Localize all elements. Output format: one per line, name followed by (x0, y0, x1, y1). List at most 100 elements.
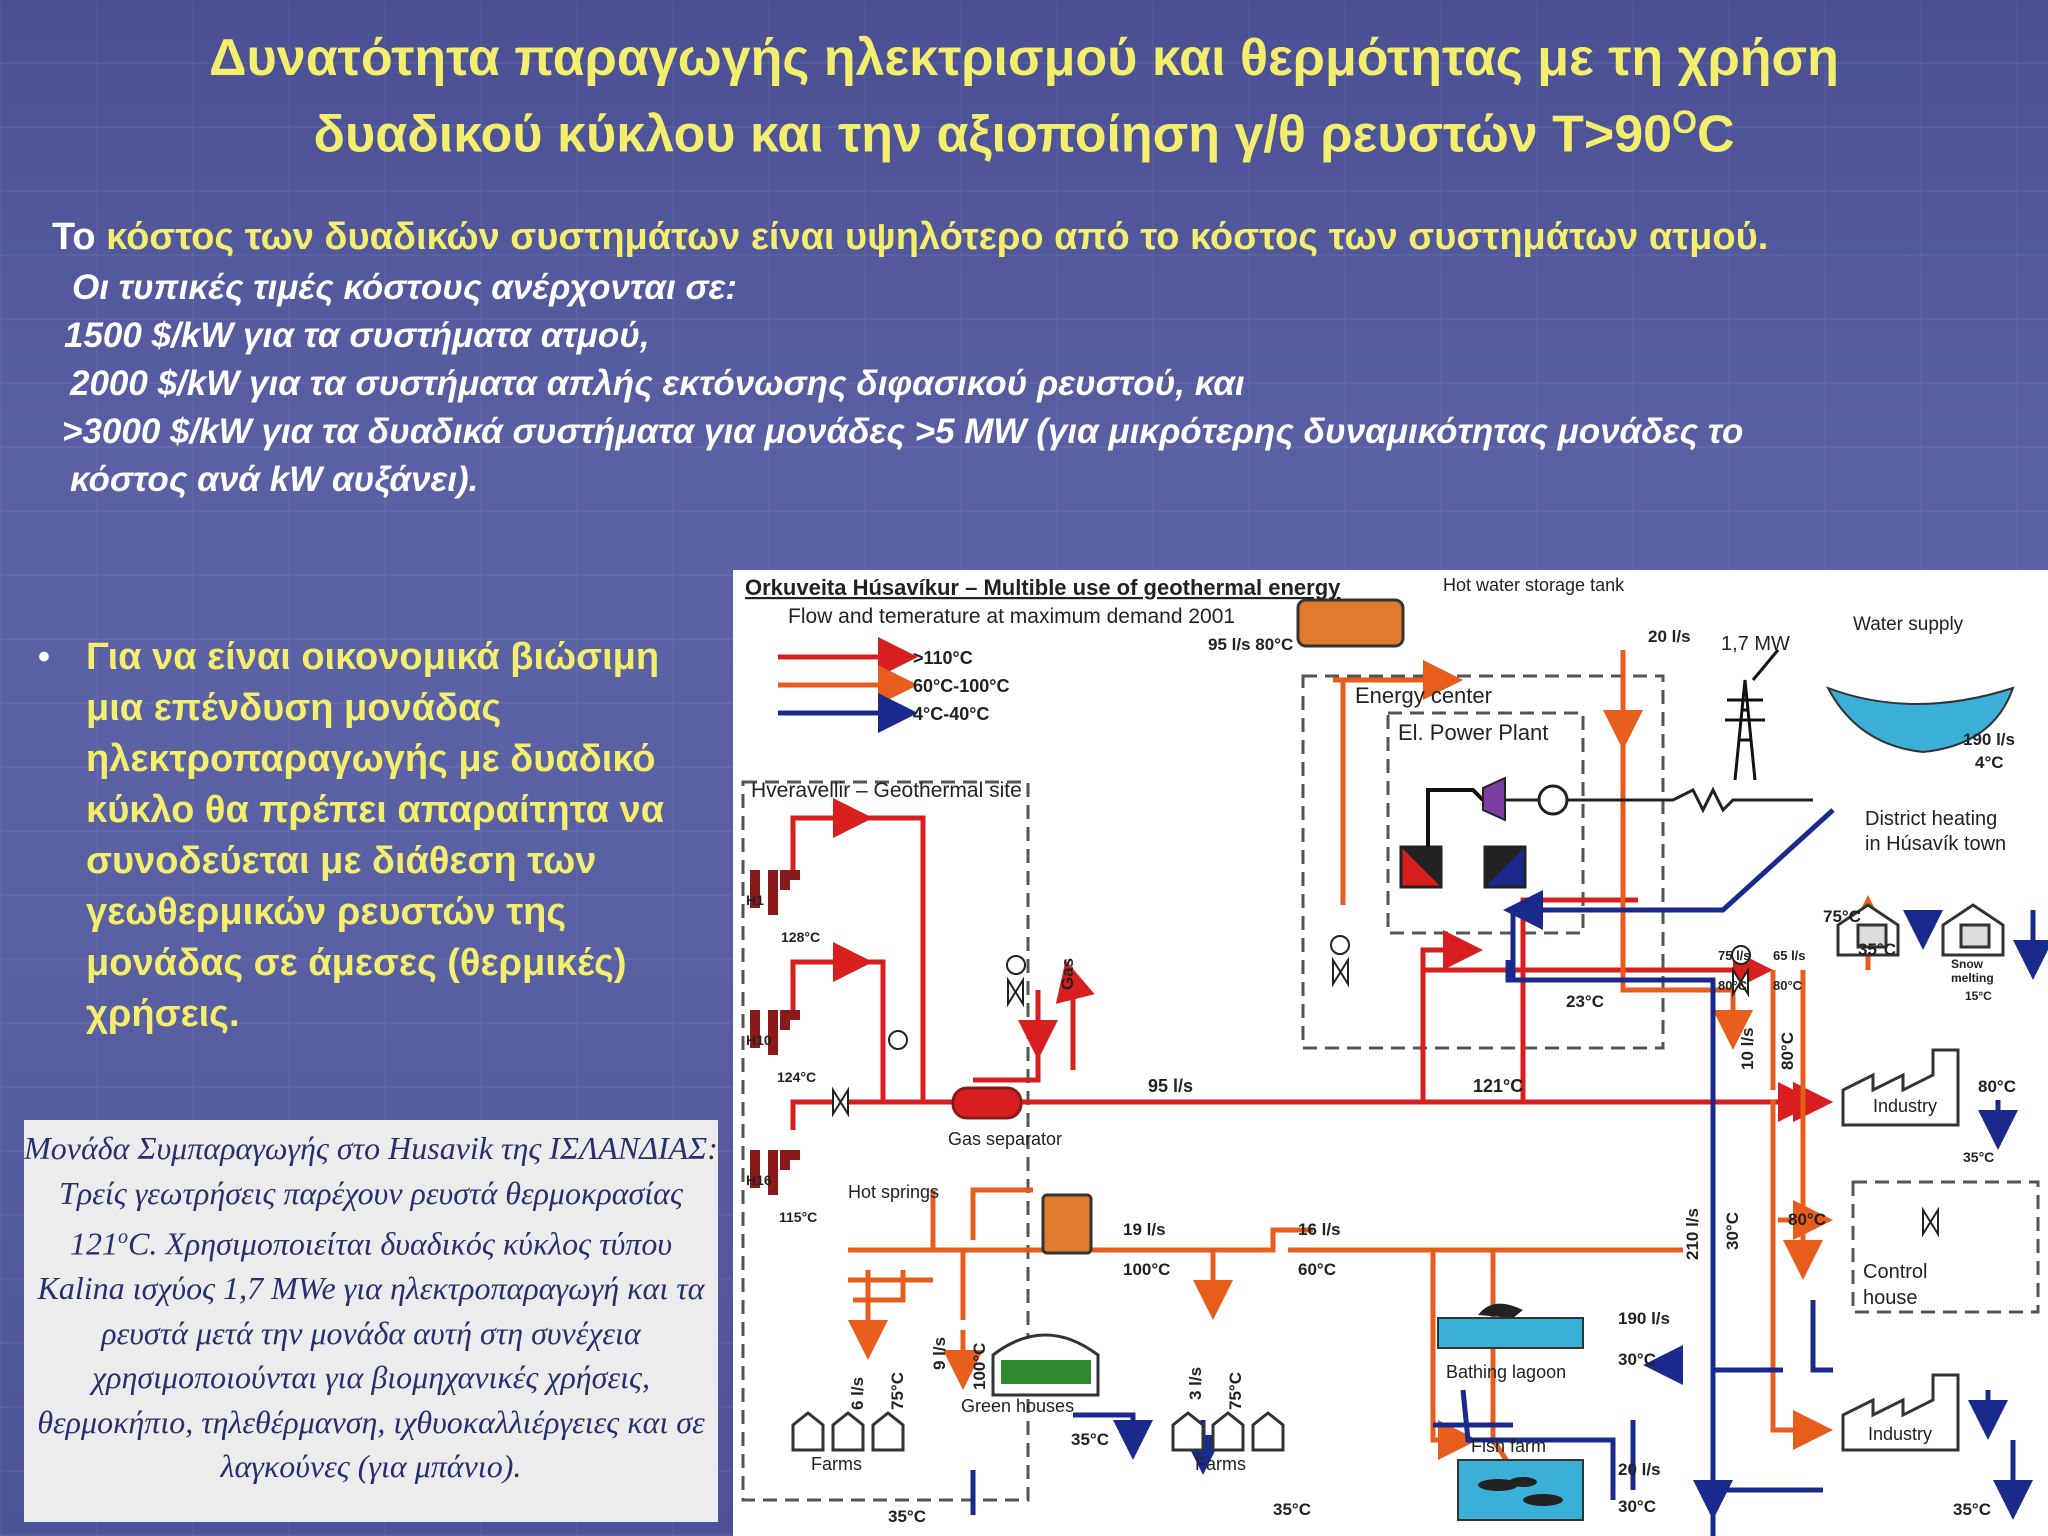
t121-label: 121°C (1473, 1076, 1523, 1096)
fish-farm-label: Fish farm (1471, 1436, 1546, 1456)
fish-shapes (1478, 1477, 1563, 1506)
house-label: house (1863, 1287, 1918, 1309)
cost-line: >3000 $/kW για τα δυαδικά συστήματα για … (62, 412, 1744, 451)
bullet-point: • Για να είναι οικονομικά βιώσιμη μια επ… (38, 632, 718, 1040)
f95-label: 95 l/s (1148, 1076, 1193, 1096)
t30v-label: 30°C (1723, 1212, 1742, 1250)
control-house-frame (1851, 1180, 2040, 1314)
t35b-label: 35°C (1963, 1149, 1994, 1165)
intro-rest: κόστος των δυαδικών συστημάτων είναι υψη… (95, 216, 1769, 258)
t100a-label: 100°C (1123, 1260, 1170, 1279)
condenser-fill (1485, 847, 1525, 887)
evaporator-fill (1401, 847, 1441, 887)
cost-line: 1500 $/kW για τα συστήματα ατμού, (64, 316, 650, 355)
cold-pipes (970, 808, 2048, 1536)
bullet-marker: • (38, 638, 50, 676)
hot-water-tank-icon (1296, 598, 1405, 648)
turbine-pipe (1426, 788, 1485, 847)
h1-label: H1 (746, 892, 764, 908)
plants-icon (1001, 1360, 1091, 1384)
energy-center-label: Energy center (1355, 683, 1492, 708)
gas-separator-label: Gas separator (948, 1129, 1062, 1149)
f6-label: 6 l/s (848, 1377, 867, 1410)
t35c-label: 35°C (1071, 1430, 1109, 1449)
flow-20a-label: 20 l/s (1648, 627, 1691, 646)
t75a-label: 75°C (1823, 907, 1861, 926)
f3-label: 3 l/s (1186, 1367, 1205, 1400)
industry-2-label: Industry (1868, 1424, 1932, 1444)
slide-title: Δυνατότητα παραγωγής ηλεκτρισμού και θερ… (60, 26, 1988, 166)
t80a-label: 80°C (1718, 978, 1748, 993)
energy-center-frame (1301, 674, 1665, 1050)
title-line-2-end: C (1696, 105, 1735, 164)
cost-line: κόστος ανά kW αυξάνει). (70, 460, 479, 499)
cost-list: Οι τυπικές τιμές κόστους ανέρχονται σε: … (60, 264, 2010, 504)
gas-separator-icon (951, 1086, 1023, 1120)
snow-label: Snow (1951, 957, 1984, 971)
bathing-lagoon-label: Bathing lagoon (1446, 1362, 1566, 1382)
diagram-subtitle: Flow and temerature at maximum demand 20… (788, 605, 1235, 628)
diagram-title: Orkuveita Húsavíkur – Multible use of ge… (745, 575, 1341, 600)
turbine-icon (1482, 776, 1506, 822)
geothermal-site-label: Hveravellir – Geothermal site (751, 779, 1022, 802)
legend-label-cold: 4°C-40°C (913, 704, 989, 724)
hot-springs-tank-icon (1041, 1193, 1093, 1255)
t100b-label: 100°C (970, 1343, 989, 1390)
swimmer-icon (1478, 1303, 1523, 1318)
legend-label-medium: 60°C-100°C (913, 676, 1009, 696)
intro-lead: Το (52, 216, 96, 258)
cost-line: Οι τυπικές τιμές κόστους ανέρχονται σε: (72, 268, 738, 307)
farm-icons (791, 1411, 1285, 1452)
temp-4-label: 4°C (1975, 753, 2004, 772)
f210-label: 210 l/s (1683, 1208, 1702, 1260)
t80d-label: 80°C (1788, 1210, 1826, 1229)
f9-label: 9 l/s (930, 1337, 949, 1370)
t60-label: 60°C (1298, 1260, 1336, 1279)
legend-label-hot: >110°C (913, 648, 973, 668)
hot-springs-label: Hot springs (848, 1182, 939, 1202)
t35d-label: 35°C (888, 1507, 926, 1526)
diagram-svg: Orkuveita Húsavíkur – Multible use of ge… (741, 575, 2048, 1536)
t124-label: 124°C (777, 1069, 816, 1085)
fish-farm-icon (1457, 1459, 1584, 1521)
t128-label: 128°C (781, 929, 820, 945)
valve-icons (832, 935, 1939, 1238)
mw-label: 1,7 MW (1721, 633, 1790, 655)
power-plant-label: El. Power Plant (1398, 720, 1548, 745)
well-icons (750, 870, 800, 1195)
cost-line: 2000 $/kW για τα συστήματα απλής εκτόνωσ… (70, 364, 1245, 403)
f65-label: 65 l/s (1773, 948, 1806, 963)
t35a-label: 35°C (1858, 940, 1896, 959)
water-supply-lake-icon (1825, 686, 2015, 754)
title-line-2: δυαδικού κύκλου και την αξιοποίηση γ/θ ρ… (60, 90, 1988, 166)
geothermal-flow-diagram: Orkuveita Húsavíkur – Multible use of ge… (733, 570, 2048, 1536)
f190b-label: 190 l/s (1618, 1309, 1670, 1328)
h10-label: H10 (746, 1032, 772, 1048)
gas-label: Gas (1058, 958, 1077, 990)
water-supply-label: Water supply (1853, 614, 1964, 635)
t30b-label: 30°C (1618, 1497, 1656, 1516)
tank-flow-label: 95 l/s 80°C (1208, 635, 1293, 654)
t80c-label: 80°C (1978, 1077, 2016, 1096)
bullet-text: Για να είναι οικονομικά βιώσιμη μια επέν… (86, 636, 665, 1035)
bathing-lagoon-icon (1437, 1317, 1584, 1349)
t35f-label: 35°C (1953, 1500, 1991, 1519)
f75-label: 75 l/s (1718, 948, 1751, 963)
t15-label: 15°C (1965, 989, 1992, 1003)
caption-sup: o (118, 1226, 128, 1248)
t35e-label: 35°C (1273, 1500, 1311, 1519)
melting-label: melting (1951, 971, 1994, 985)
f20b-label: 20 l/s (1618, 1460, 1661, 1479)
h16-label: H16 (746, 1172, 772, 1188)
t80b-label: 80°C (1773, 978, 1803, 993)
industry-1-label: Industry (1873, 1096, 1937, 1116)
hot-pipes (790, 798, 1833, 1130)
farms-1-label: Farms (811, 1454, 862, 1474)
hot-tank-label: Hot water storage tank (1443, 575, 1625, 595)
geothermal-site-frame (741, 780, 1030, 1502)
t115-label: 115°C (779, 1209, 817, 1225)
power-line (1505, 786, 1813, 814)
district-town-label: in Húsavík town (1865, 833, 2006, 855)
power-tower-icon (1725, 649, 1780, 781)
caption-text: Μονάδα Συμπαραγωγής στο Husavik της ΙΣΛΑ… (24, 1130, 718, 1262)
